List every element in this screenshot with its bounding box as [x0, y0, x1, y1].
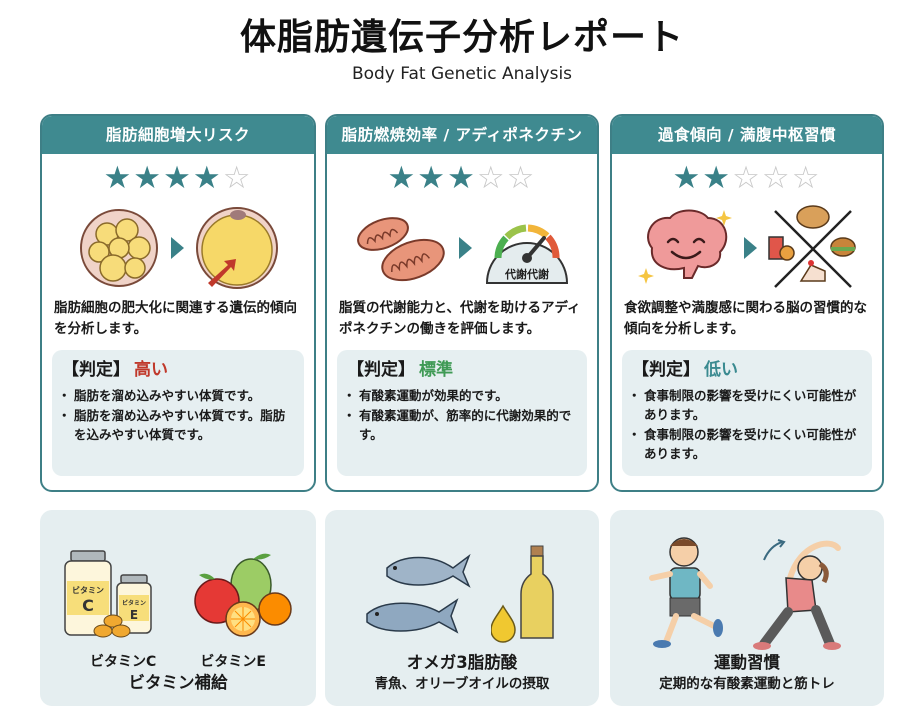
tip-vitamin-supplement: ビタミン C ビタミン E ビタミンC ビタミンE ビタミン補給	[40, 510, 316, 706]
star-filled-icon: ★★★	[387, 160, 477, 196]
verdict-panel: 【判定】高い 脂肪を溜め込みやすい体質です。 脂肪を溜め込みやすい体質です。脂肪…	[52, 350, 304, 476]
illustration-row	[325, 530, 599, 658]
metabolism-gauge-icon: 代謝代謝	[485, 224, 568, 284]
card-fat-burning-efficiency: 脂肪燃焼効率 / アディポネクチン ★★★☆☆ 代謝代謝 脂質の代謝能力と、代謝…	[325, 114, 599, 492]
card-description: 食欲調整や満腹感に関わる脳の習慣的な傾向を分析します。	[624, 300, 867, 337]
verdict-points: 食事制限の影響を受けにくい可能性があります。 食事制限の影響を受けにくい可能性が…	[628, 386, 862, 463]
verdict-label: 【判定】	[347, 360, 415, 380]
verdict-point: 有酸素運動が効果的です。	[343, 386, 577, 405]
gauge-label: 代謝代謝	[504, 267, 549, 281]
svg-text:ビタミン: ビタミン	[72, 585, 104, 595]
fruits-icon	[194, 553, 292, 637]
caption-vitamin-c: ビタミンC	[90, 654, 157, 670]
stretching-woman-icon	[753, 539, 841, 650]
verdict-point: 食事制限の影響を受けにくい可能性があります。	[628, 386, 862, 424]
arrow-right-icon	[458, 237, 472, 259]
verdict-value-low: 低い	[704, 360, 738, 380]
page-subtitle: Body Fat Genetic Analysis	[351, 64, 573, 84]
tip-title: 運動習慣	[714, 653, 780, 672]
star-empty-icon: ☆☆	[476, 160, 537, 196]
card-title: 過食傾向 / 満腹中枢習慣	[612, 116, 882, 154]
fat-cells-cluster-icon	[79, 209, 158, 287]
card-description: 脂質の代謝能力と、代謝を助けるアディポネクチンの働きを評価します。	[339, 300, 581, 337]
verdict-panel: 【判定】低い 食事制限の影響を受けにくい可能性があります。 食事制限の影響を受け…	[622, 350, 872, 476]
verdict-heading: 【判定】高い	[62, 358, 294, 382]
olive-oil-bottle-icon	[491, 545, 554, 643]
tip-subtitle: 定期的な有酸素運動と筋トレ	[659, 676, 835, 692]
arrow-right-icon	[743, 237, 757, 259]
svg-text:E: E	[130, 608, 138, 622]
vitamin-bottles-icon: ビタミン C ビタミン E	[64, 550, 152, 638]
caption-vitamin-e: ビタミンE	[200, 654, 266, 670]
page-title: 体脂肪遺伝子分析レポート	[239, 17, 684, 58]
tip-exercise-habit: 運動習慣 定期的な有酸素運動と筋トレ	[610, 510, 884, 706]
verdict-heading: 【判定】標準	[347, 358, 577, 382]
illustration-row: 代謝代謝	[327, 200, 597, 296]
verdict-point: 食事制限の影響を受けにくい可能性があります。	[628, 425, 862, 463]
tip-omega3: オメガ3脂肪酸 青魚、オリーブオイルの摂取	[325, 510, 599, 706]
illustration-row	[612, 200, 882, 296]
mitochondria-icon	[356, 217, 445, 282]
verdict-panel: 【判定】標準 有酸素運動が効果的です。 有酸素運動が、筋率的に代謝効果的です。	[337, 350, 587, 476]
tip-title: オメガ3脂肪酸	[406, 653, 518, 672]
verdict-label: 【判定】	[632, 360, 700, 380]
arrow-right-icon	[170, 237, 184, 259]
star-filled-icon: ★★★★	[103, 160, 223, 196]
star-rating: ★★★★☆	[42, 160, 314, 196]
happy-brain-icon	[637, 209, 732, 284]
illustration-row	[42, 200, 314, 296]
star-rating: ★★★☆☆	[327, 160, 597, 196]
star-filled-icon: ★★	[672, 160, 733, 196]
verdict-value-normal: 標準	[419, 360, 453, 380]
card-title: 脂肪燃焼効率 / アディポネクチン	[327, 116, 597, 154]
star-empty-icon: ☆☆☆	[732, 160, 822, 196]
verdict-points: 脂肪を溜め込みやすい体質です。 脂肪を溜め込みやすい体質です。脂肪を込みやすい体…	[58, 386, 294, 444]
enlarged-fat-cell-icon	[195, 207, 278, 289]
star-rating: ★★☆☆☆	[612, 160, 882, 196]
running-man-icon	[649, 537, 723, 648]
card-title: 脂肪細胞増大リスク	[42, 116, 314, 154]
vitamin-captions: ビタミンC ビタミンE	[40, 652, 316, 672]
svg-text:C: C	[82, 596, 94, 615]
verdict-point: 脂肪を溜め込みやすい体質です。脂肪を込みやすい体質です。	[58, 406, 294, 444]
verdict-point: 脂肪を溜め込みやすい体質です。	[58, 386, 294, 405]
card-fat-cell-risk: 脂肪細胞増大リスク ★★★★☆ 脂肪細胞の肥大化に関連する遺伝的傾向を分析します…	[40, 114, 316, 492]
report-header: 体脂肪遺伝子分析レポート Body Fat Genetic Analysis	[0, 14, 924, 84]
svg-text:ビタミン: ビタミン	[122, 599, 146, 607]
verdict-points: 有酸素運動が効果的です。 有酸素運動が、筋率的に代謝効果的です。	[343, 386, 577, 444]
card-overeating-tendency: 過食傾向 / 満腹中枢習慣 ★★☆☆☆ 食欲調整や満腹感に関わる脳の習慣的な傾向…	[610, 114, 884, 492]
verdict-value-high: 高い	[134, 360, 168, 380]
tip-subtitle: 青魚、オリーブオイルの摂取	[374, 676, 550, 692]
illustration-row: ビタミン C ビタミン E	[40, 530, 316, 658]
star-empty-icon: ☆	[222, 160, 253, 196]
verdict-point: 有酸素運動が、筋率的に代謝効果的です。	[343, 406, 577, 444]
tip-title: ビタミン補給	[128, 673, 228, 692]
illustration-row	[610, 530, 884, 658]
verdict-label: 【判定】	[62, 360, 130, 380]
card-description: 脂肪細胞の肥大化に関連する遺伝的傾向を分析します。	[54, 300, 297, 337]
verdict-heading: 【判定】低い	[632, 358, 862, 382]
fish-icon	[366, 553, 471, 634]
junk-food-crossed-icon	[767, 205, 856, 288]
